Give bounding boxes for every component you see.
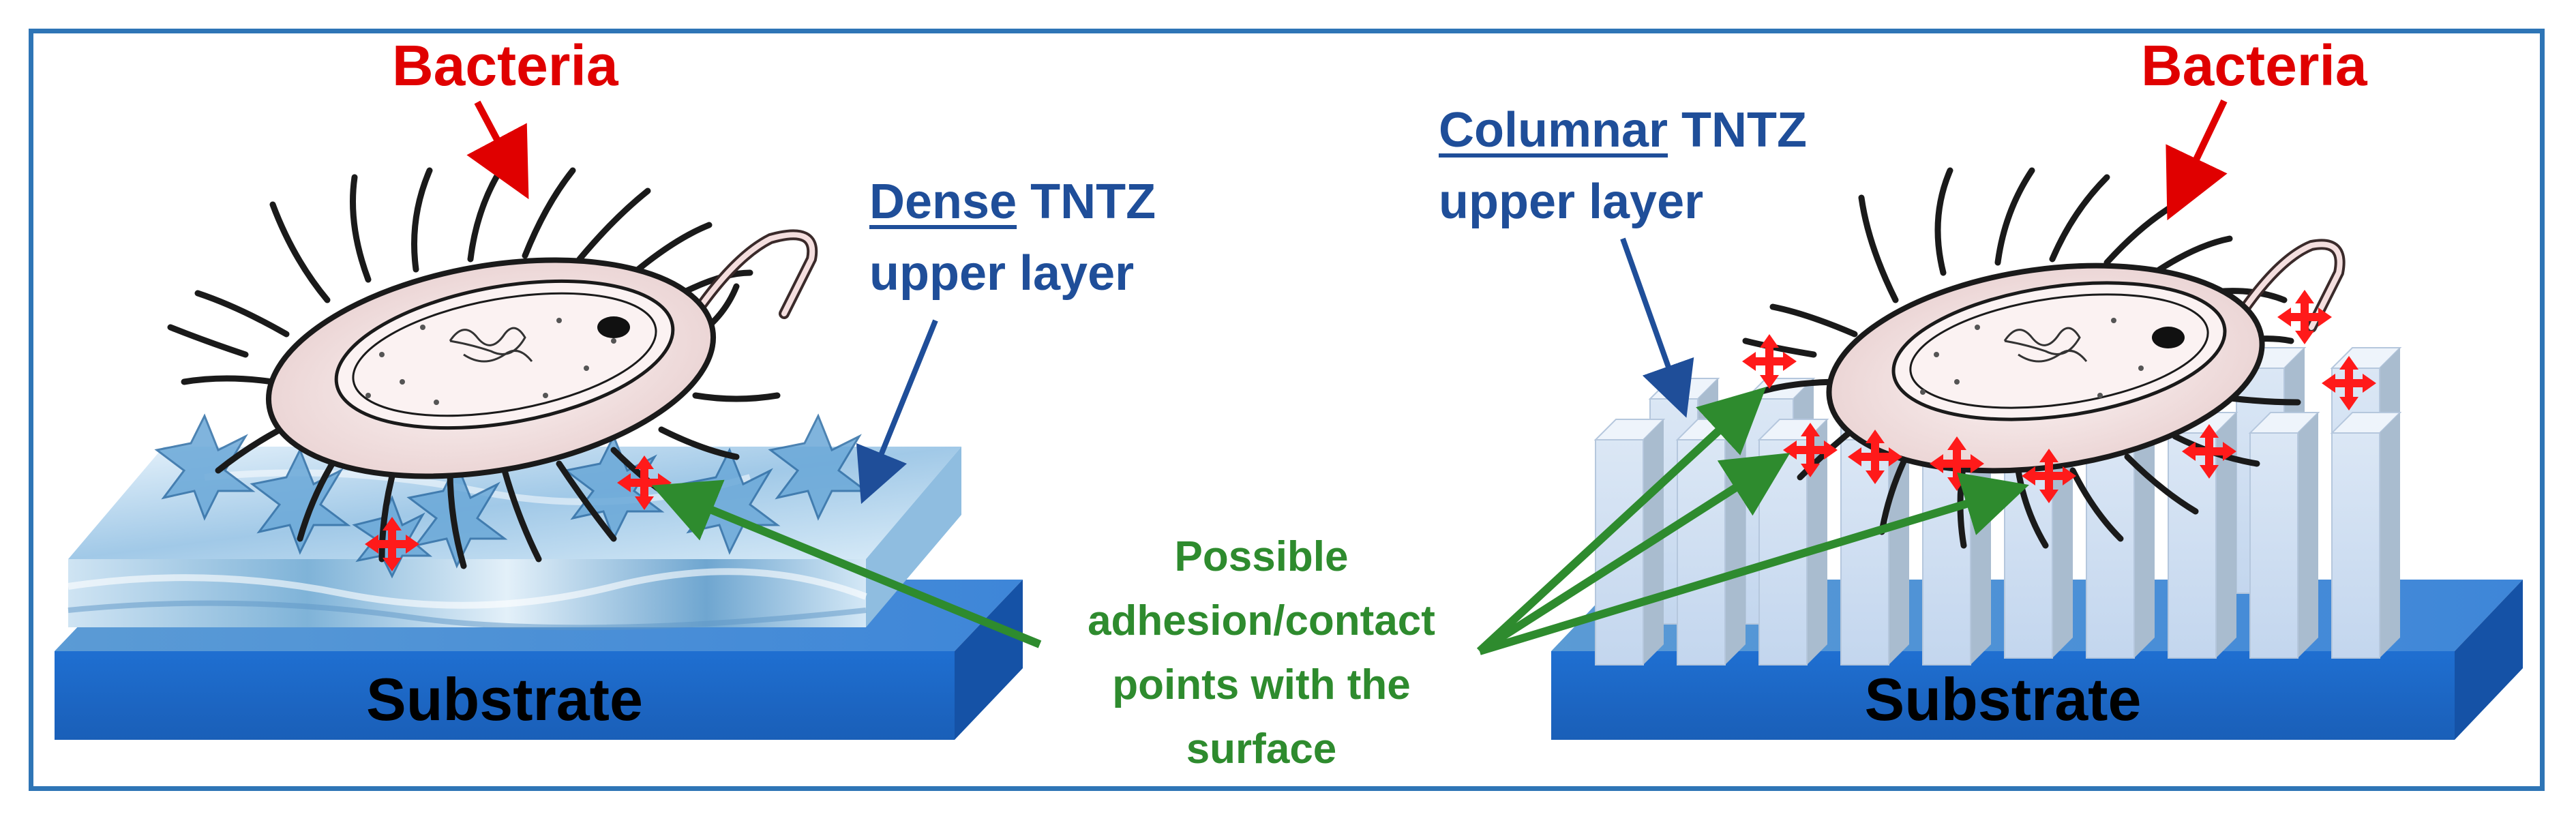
diagram-frame [29, 29, 2545, 791]
right-bacterium [1742, 167, 2346, 549]
left-bacteria-label: Bacteria [392, 33, 618, 98]
adhesion-line: adhesion/contact [1088, 597, 1435, 644]
right-layer-rest: TNTZ [1681, 103, 1807, 158]
adhesion-arrows [651, 387, 2029, 655]
left-substrate-label: Substrate [366, 665, 643, 733]
right-layer-arrow [1620, 237, 1694, 418]
left-layer-line2: upper layer [869, 246, 1135, 301]
left-bacteria-arrow [466, 100, 529, 200]
left-bacterium [167, 160, 818, 569]
adhesion-line: points with the [1112, 661, 1411, 708]
adhesion-line: Possible [1174, 533, 1349, 580]
left-layer-rest: TNTZ [1030, 175, 1156, 229]
left-layer-emph: Dense [869, 175, 1017, 229]
adhesion-line: surface [1186, 725, 1337, 773]
right-layer-line2: upper layer [1439, 175, 1704, 229]
right-bacteria-arrow [2166, 99, 2228, 221]
right-layer-emph: Columnar [1439, 103, 1668, 158]
right-layer-label: Columnar TNTZ [1439, 102, 1807, 158]
right-bacteria-label: Bacteria [2141, 33, 2367, 98]
left-layer-label: Dense TNTZ [869, 174, 1156, 230]
left-layer-arrow [856, 319, 938, 505]
right-substrate-label: Substrate [1864, 665, 2142, 733]
adhesion-label: Possible adhesion/contact points with th… [1023, 525, 1500, 781]
